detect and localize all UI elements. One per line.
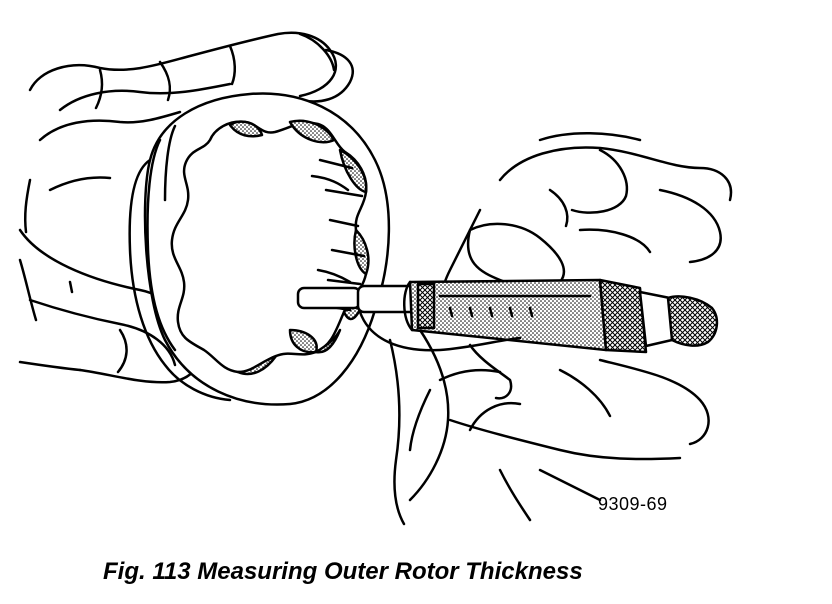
micrometer [296,278,719,400]
figure-caption: Fig. 113 Measuring Outer Rotor Thickness [103,558,583,585]
outer-rotor [128,92,391,406]
right-hand [388,131,733,526]
figure-reference-code: 9309-69 [598,494,668,514]
